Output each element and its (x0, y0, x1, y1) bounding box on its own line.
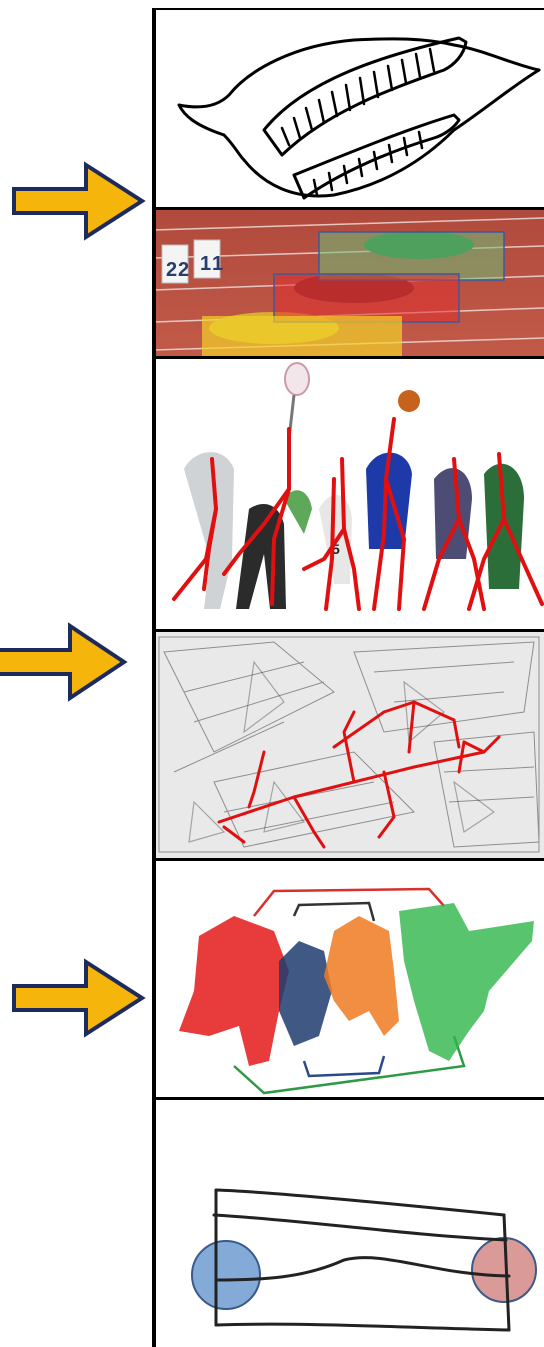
lane-number-label: 2 (166, 259, 177, 281)
panel-athletes-skeleton: 5 (154, 359, 544, 629)
dumbbell-sketch-drawing (154, 1100, 544, 1347)
panel-group-segmentation (154, 861, 544, 1097)
lane-number-label: 1 (212, 253, 223, 275)
ball-icon (398, 390, 420, 412)
panel-slug-sketch (154, 10, 544, 208)
lane-number-label: 1 (200, 253, 211, 275)
sprint-photo-image: 2 2 1 1 (154, 210, 544, 356)
slug-sketch-drawing (154, 10, 544, 208)
panel-sprint-photo: 2 2 1 1 (154, 210, 544, 356)
panel-map-sketch (154, 632, 544, 858)
detection-box-green (319, 232, 504, 280)
group-segmentation-image (154, 861, 544, 1097)
arrow-right-icon (8, 157, 148, 245)
racket-icon (285, 363, 309, 395)
detection-box-red (274, 274, 459, 322)
arrow-right-icon (8, 954, 148, 1042)
map-sketch-image (154, 632, 544, 858)
arrow-right-icon (0, 618, 130, 706)
panel-dumbbell-sketch (154, 1100, 544, 1347)
athletes-skeleton-image: 5 (154, 359, 544, 629)
lane-number-label: 2 (178, 259, 189, 281)
node-blue-circle (192, 1241, 260, 1309)
detection-box-yellow (202, 316, 402, 356)
figure-spine (152, 8, 156, 1347)
